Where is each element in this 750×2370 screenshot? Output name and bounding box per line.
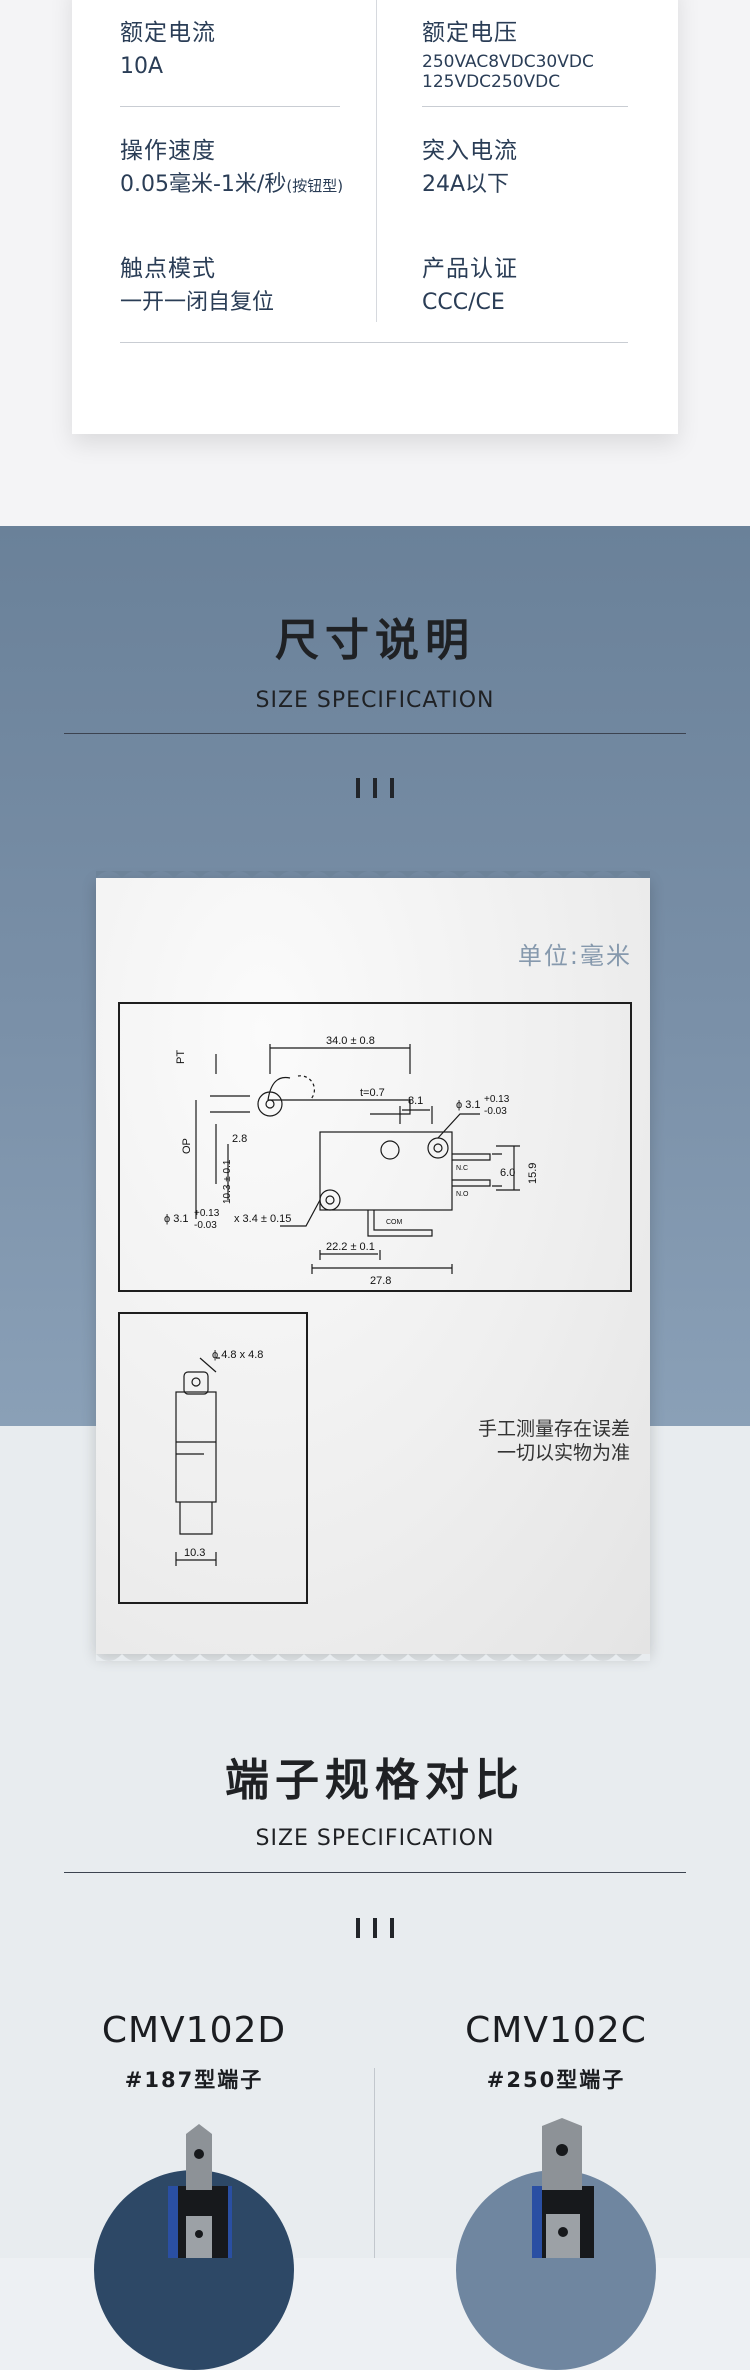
label-dim-10-3: 10.3 ± 0.1 xyxy=(222,1159,233,1204)
label-tol-minus-2: -0.03 xyxy=(194,1220,217,1231)
unit-label: 单位:毫米 xyxy=(517,942,632,970)
paper-top-edge xyxy=(96,871,650,878)
measurement-note-2: 一切以实物为准 xyxy=(496,1442,630,1464)
tick-mark xyxy=(373,778,377,798)
model-terminal-left: #187型端子 xyxy=(124,2068,264,2092)
size-section-rule xyxy=(64,733,686,734)
spec-inrush-current: 突入电流 24A以下 xyxy=(422,136,518,200)
spec-contact-mode: 触点模式 一开一闭自复位 xyxy=(120,254,274,318)
size-section-title: 尺寸说明 xyxy=(275,615,475,666)
paper-bottom-edge xyxy=(96,1654,650,1661)
spec-operating-speed: 操作速度 0.05毫米-1米/秒(按钮型) xyxy=(120,136,343,201)
model-name-right: CMV102C xyxy=(465,2010,647,2051)
spec-value: 0.05毫米-1米/秒(按钮型) xyxy=(120,170,343,201)
spec-row-line xyxy=(422,106,628,107)
drawing-paper: 单位:毫米 xyxy=(96,871,650,1661)
spec-value: 24A以下 xyxy=(422,172,510,197)
tick-mark xyxy=(390,778,394,798)
terminal-section-title: 端子规格对比 xyxy=(225,1755,525,1806)
model-terminal-right: #250型端子 xyxy=(486,2068,626,2092)
label-com: COM xyxy=(386,1219,403,1226)
size-section-subtitle: SIZE SPECIFICATION xyxy=(255,688,495,713)
front-view-drawing: PT OP 34.0 ± 0.8 t=0.7 ϕ 3.1 +0.13 -0.03… xyxy=(118,1002,632,1292)
label-tol-minus: -0.03 xyxy=(484,1106,507,1117)
spec-rated-current: 额定电流 10A xyxy=(120,18,216,82)
label-pt: PT xyxy=(175,1050,187,1064)
label-dim-3-4: x 3.4 ± 0.15 xyxy=(234,1213,291,1225)
label-nc: N.C xyxy=(456,1165,468,1172)
label-dim-6-0: 6.0 xyxy=(500,1167,515,1179)
spec-value-line-1: 250VAC8VDC30VDC xyxy=(422,52,594,72)
label-tol-plus-2: +0.13 xyxy=(194,1208,220,1219)
side-view-svg: ϕ 4.8 x 4.8 10.3 xyxy=(175,1349,263,1566)
spec-label: 产品认证 xyxy=(422,256,518,282)
spec-certification: 产品认证 CCC/CE xyxy=(422,254,518,318)
section-tick-marks xyxy=(354,778,396,798)
label-side-width: 10.3 xyxy=(184,1547,205,1559)
side-view-drawing: ϕ 4.8 x 4.8 10.3 xyxy=(118,1312,308,1604)
label-no: N.O xyxy=(456,1191,469,1198)
spec-value-suffix: (按钮型) xyxy=(286,177,344,195)
label-dim-22-2: 22.2 ± 0.1 xyxy=(326,1241,375,1253)
switch-cmv102c-image xyxy=(532,2118,594,2258)
model-name-left: CMV102D xyxy=(101,2010,287,2051)
spec-area: 额定电流 10A 额定电压 250VAC8VDC30VDC 125VDC250V… xyxy=(0,0,750,526)
spec-column-divider xyxy=(376,0,377,322)
spec-row-line xyxy=(120,342,628,343)
spec-value: 10A xyxy=(120,54,164,79)
spec-label: 突入电流 xyxy=(422,138,518,164)
label-dim-8-1: 8.1 xyxy=(408,1095,423,1107)
label-tol-plus: +0.13 xyxy=(484,1094,510,1105)
label-dim-15-9: 15.9 xyxy=(527,1163,539,1184)
spec-label: 触点模式 xyxy=(120,256,216,282)
terminal-section-subtitle: SIZE SPECIFICATION xyxy=(255,1826,495,1851)
terminal-section-rule xyxy=(64,1872,686,1873)
spec-row-line xyxy=(120,106,340,107)
switch-cmv102d-image xyxy=(168,2124,232,2258)
spec-value: CCC/CE xyxy=(422,290,505,315)
label-hole-diameter: ϕ 3.1 xyxy=(456,1099,481,1111)
label-side-hole: ϕ 4.8 x 4.8 xyxy=(212,1349,263,1361)
spec-value: 一开一闭自复位 xyxy=(120,290,275,315)
label-thickness: t=0.7 xyxy=(360,1087,385,1099)
spec-value-main: 0.05毫米-1米/秒 xyxy=(120,172,287,197)
spec-card: 额定电流 10A 额定电压 250VAC8VDC30VDC 125VDC250V… xyxy=(72,0,678,434)
tick-mark xyxy=(390,1918,394,1938)
spec-label: 额定电压 xyxy=(422,20,518,46)
measurement-note-1: 手工测量存在误差 xyxy=(477,1418,630,1440)
label-length-total: 34.0 ± 0.8 xyxy=(326,1035,375,1047)
spec-label: 操作速度 xyxy=(120,138,216,164)
label-dim-2-8: 2.8 xyxy=(232,1133,247,1145)
tick-mark xyxy=(356,1918,360,1938)
section-tick-marks xyxy=(354,1918,396,1938)
label-dim-27-8: 27.8 xyxy=(370,1275,391,1287)
model-divider xyxy=(374,2068,375,2258)
tick-mark xyxy=(373,1918,377,1938)
spec-label: 额定电流 xyxy=(120,20,216,46)
spec-value-line-2: 125VDC250VDC xyxy=(422,72,561,92)
front-view-svg: PT OP 34.0 ± 0.8 t=0.7 ϕ 3.1 +0.13 -0.03… xyxy=(164,1035,539,1287)
tick-mark xyxy=(356,778,360,798)
spec-rated-voltage: 额定电压 250VAC8VDC30VDC 125VDC250VDC xyxy=(422,18,594,92)
label-side-hole-dia: ϕ 3.1 xyxy=(164,1213,189,1225)
label-op: OP xyxy=(181,1138,193,1154)
